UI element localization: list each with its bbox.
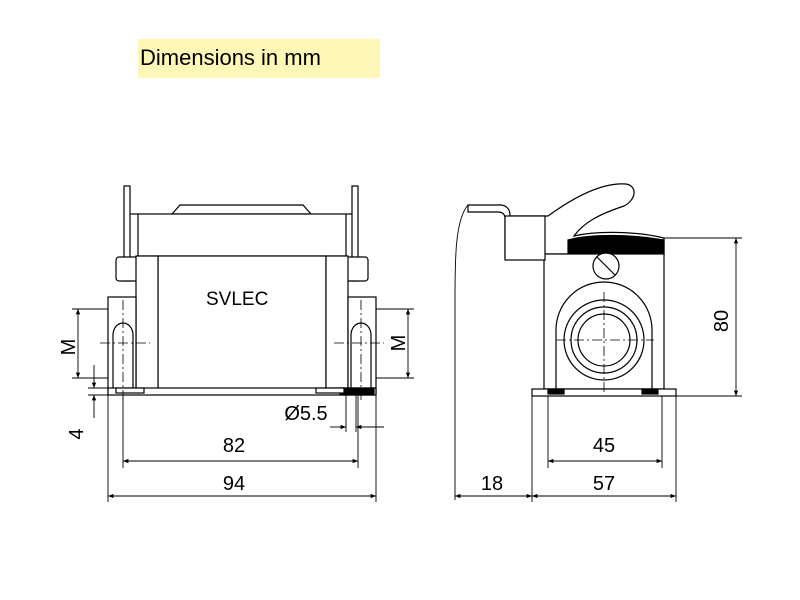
dim-height: 80 bbox=[711, 310, 733, 332]
side-top-block bbox=[504, 215, 546, 261]
dim-offset: 18 bbox=[481, 473, 503, 495]
front-right-flange bbox=[347, 296, 377, 395]
side-dimensions bbox=[455, 237, 742, 502]
dim-inner-depth: 45 bbox=[593, 435, 615, 457]
brand-label: SVLEC bbox=[206, 289, 268, 310]
side-centerlines bbox=[556, 292, 654, 392]
front-top-block bbox=[137, 213, 347, 257]
dimensions-title: Dimensions in mm bbox=[138, 39, 380, 78]
front-dimensions bbox=[72, 308, 414, 502]
dim-hole: Ø5.5 bbox=[284, 403, 327, 425]
front-left-flange bbox=[107, 296, 137, 395]
front-base-plate bbox=[107, 387, 377, 396]
dim-m-left: M bbox=[58, 339, 80, 356]
dim-outer-width: 94 bbox=[223, 473, 245, 495]
side-cable-entry-core bbox=[577, 313, 631, 367]
side-hook-guide bbox=[454, 204, 469, 500]
front-right-pillar bbox=[325, 255, 349, 395]
dim-inner-width: 82 bbox=[223, 435, 245, 457]
dim-m-right: M bbox=[388, 335, 410, 352]
front-right-clamp bbox=[345, 256, 369, 282]
front-body bbox=[157, 255, 327, 395]
front-view bbox=[107, 185, 377, 396]
dim-flange: 4 bbox=[66, 428, 88, 439]
side-view bbox=[467, 183, 677, 397]
front-centerlines bbox=[100, 300, 384, 400]
dim-depth: 57 bbox=[593, 473, 615, 495]
front-left-pillar bbox=[135, 255, 159, 395]
front-left-clamp bbox=[115, 256, 139, 282]
front-lid bbox=[170, 204, 313, 215]
side-hook bbox=[467, 204, 511, 259]
